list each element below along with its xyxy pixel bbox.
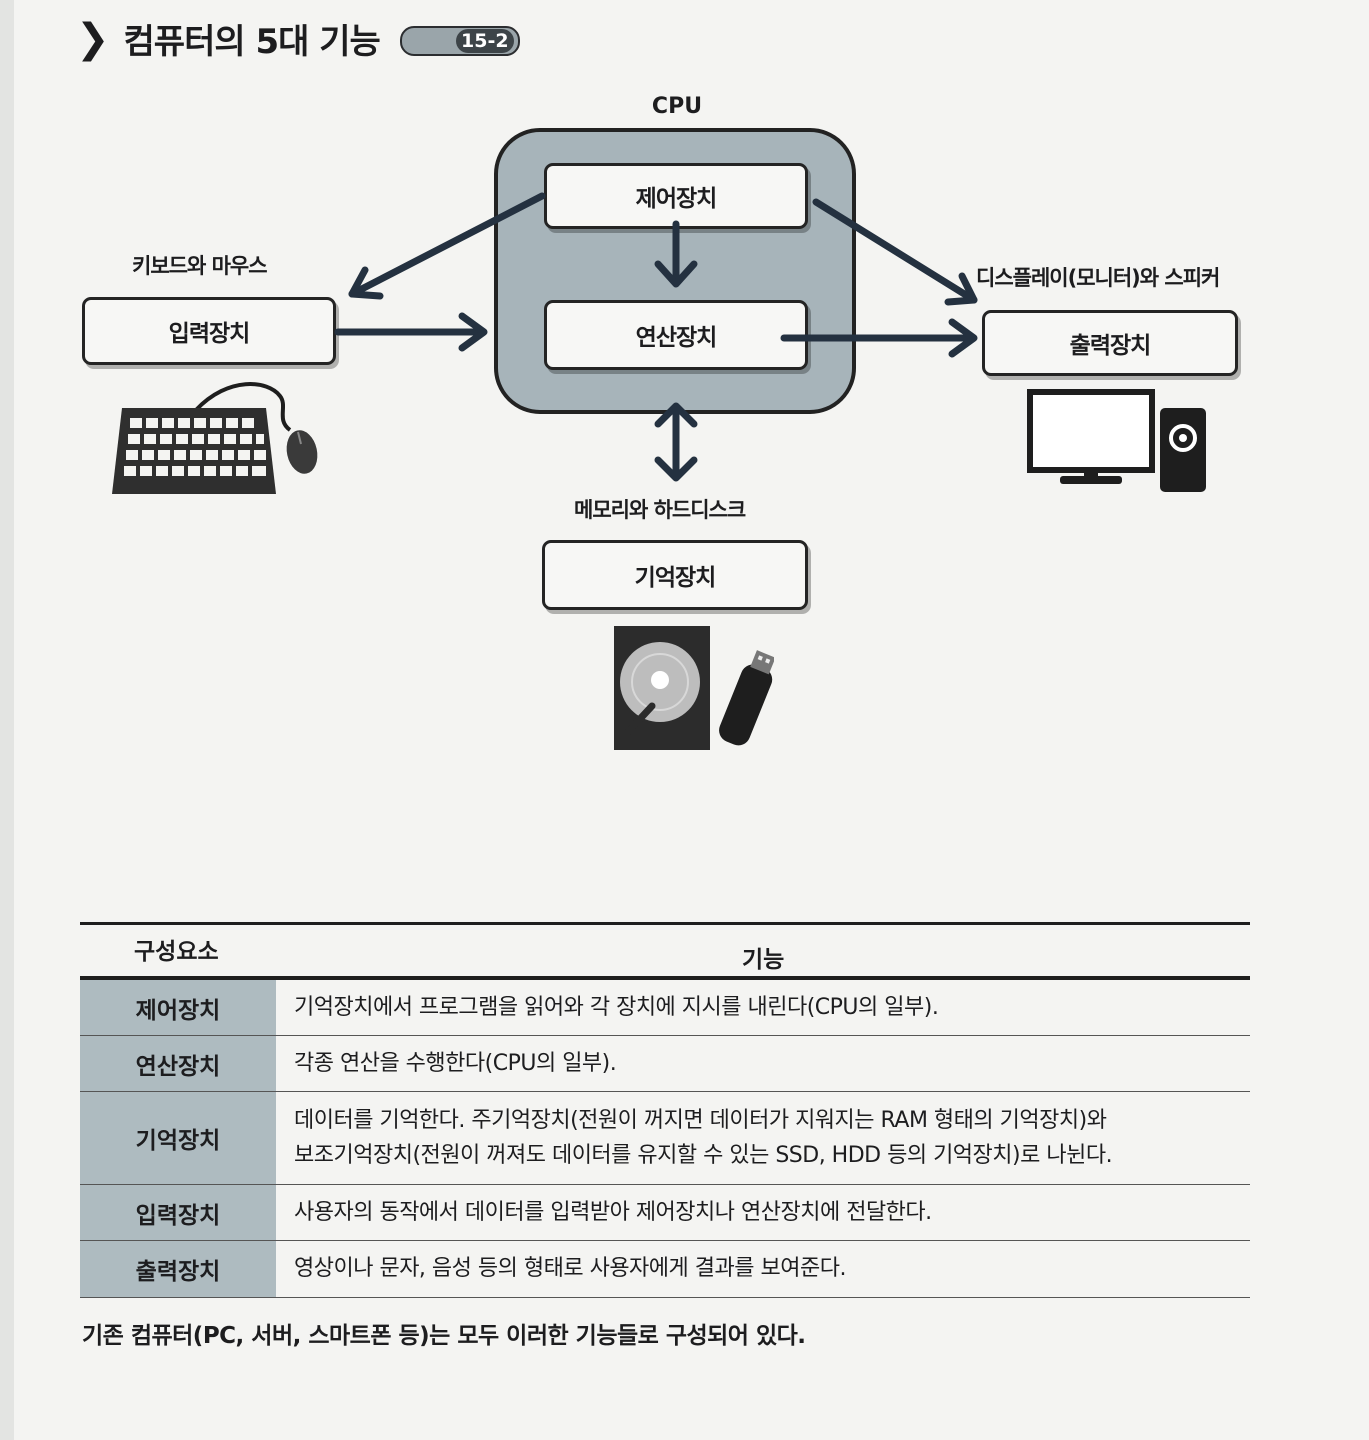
row-name: 출력장치: [80, 1241, 276, 1297]
storage-caption: 메모리와 하드디스크: [574, 498, 746, 522]
control-to-output-arrow: [812, 198, 978, 304]
row-name: 기억장치: [80, 1092, 276, 1184]
column-header-component: 구성요소: [134, 939, 219, 965]
table-row: 제어장치 기억장치에서 프로그램을 읽어와 각 장치에 지시를 내린다(CPU의…: [80, 980, 1250, 1036]
row-description: 데이터를 기억한다. 주기억장치(전원이 꺼지면 데이터가 지워지는 RAM 형…: [294, 1092, 1240, 1184]
flow-arrows: [334, 192, 978, 482]
control-to-alu-arrowhead: [654, 260, 698, 288]
footnote: 기존 컴퓨터(PC, 서버, 스마트폰 등)는 모두 이러한 기능들로 구성되어…: [82, 1323, 806, 1349]
hdd-usb-icon: [614, 626, 774, 750]
cpu-storage-arrowheads: [654, 402, 698, 482]
table-row: 연산장치 각종 연산을 수행한다(CPU의 일부).: [80, 1036, 1250, 1092]
table-row: 입력장치 사용자의 동작에서 데이터를 입력받아 제어장치나 연산장치에 전달한…: [80, 1185, 1250, 1241]
input-to-cpu-arrowhead: [458, 312, 488, 352]
section-title: 컴퓨터의 5대 기능: [123, 22, 381, 62]
page-edge: [0, 0, 14, 1440]
figure-badge: 15-2: [399, 25, 520, 56]
monitor-speaker-icon: [1027, 389, 1206, 492]
description-line: 데이터를 기억한다. 주기억장치(전원이 꺼지면 데이터가 지워지는 RAM 형…: [294, 1107, 1107, 1133]
storage-device-box: 기억장치: [542, 540, 808, 610]
control-unit-box: 제어장치: [544, 163, 808, 229]
column-header-function: 기능: [742, 947, 785, 973]
output-caption: 디스플레이(모니터)와 스피커: [976, 266, 1220, 290]
input-device-box: 입력장치: [82, 297, 336, 365]
chevron-icon: ❯: [76, 15, 110, 62]
figure-number: 15-2: [455, 28, 514, 53]
alu-box: 연산장치: [544, 300, 808, 370]
cpu-label: CPU: [651, 94, 703, 119]
computer-functions-diagram: CPU 제어장치 연산장치 키보드와 마우스 입력장치 디스플레이(모니터)와 …: [82, 94, 1238, 750]
section-heading: ❯ 컴퓨터의 5대 기능 15-2: [76, 14, 520, 63]
row-description: 영상이나 문자, 음성 등의 형태로 사용자에게 결과를 보여준다.: [294, 1241, 1240, 1297]
control-to-output-arrowhead: [944, 272, 978, 306]
row-description: 사용자의 동작에서 데이터를 입력받아 제어장치나 연산장치에 전달한다.: [294, 1185, 1240, 1240]
row-description: 각종 연산을 수행한다(CPU의 일부).: [294, 1036, 1240, 1091]
control-to-input-arrowhead: [348, 266, 384, 300]
row-name: 제어장치: [80, 980, 276, 1035]
table-row: 기억장치 데이터를 기억한다. 주기억장치(전원이 꺼지면 데이터가 지워지는 …: [80, 1092, 1250, 1185]
row-name: 입력장치: [80, 1185, 276, 1240]
output-device-box: 출력장치: [982, 310, 1238, 376]
row-description: 기억장치에서 프로그램을 읽어와 각 장치에 지시를 내린다(CPU의 일부).: [294, 980, 1240, 1035]
description-line: 각종 연산을 수행한다(CPU의 일부).: [294, 1050, 617, 1076]
table-header-rule: [80, 976, 1250, 980]
description-line: 사용자의 동작에서 데이터를 입력받아 제어장치나 연산장치에 전달한다.: [294, 1199, 932, 1225]
control-to-input-arrow: [348, 192, 546, 298]
table-top-rule: [80, 922, 1250, 925]
input-caption: 키보드와 마우스: [132, 254, 268, 278]
table-row: 출력장치 영상이나 문자, 음성 등의 형태로 사용자에게 결과를 보여준다.: [80, 1241, 1250, 1298]
keyboard-mouse-icon: [112, 382, 318, 494]
alu-to-output-arrowhead: [948, 318, 978, 358]
description-line: 영상이나 문자, 음성 등의 형태로 사용자에게 결과를 보여준다.: [294, 1256, 846, 1282]
description-line: 기억장치에서 프로그램을 읽어와 각 장치에 지시를 내린다(CPU의 일부).: [294, 994, 939, 1020]
description-line: 보조기억장치(전원이 꺼져도 데이터를 유지할 수 있는 SSD, HDD 등의…: [294, 1143, 1113, 1168]
row-name: 연산장치: [80, 1036, 276, 1091]
